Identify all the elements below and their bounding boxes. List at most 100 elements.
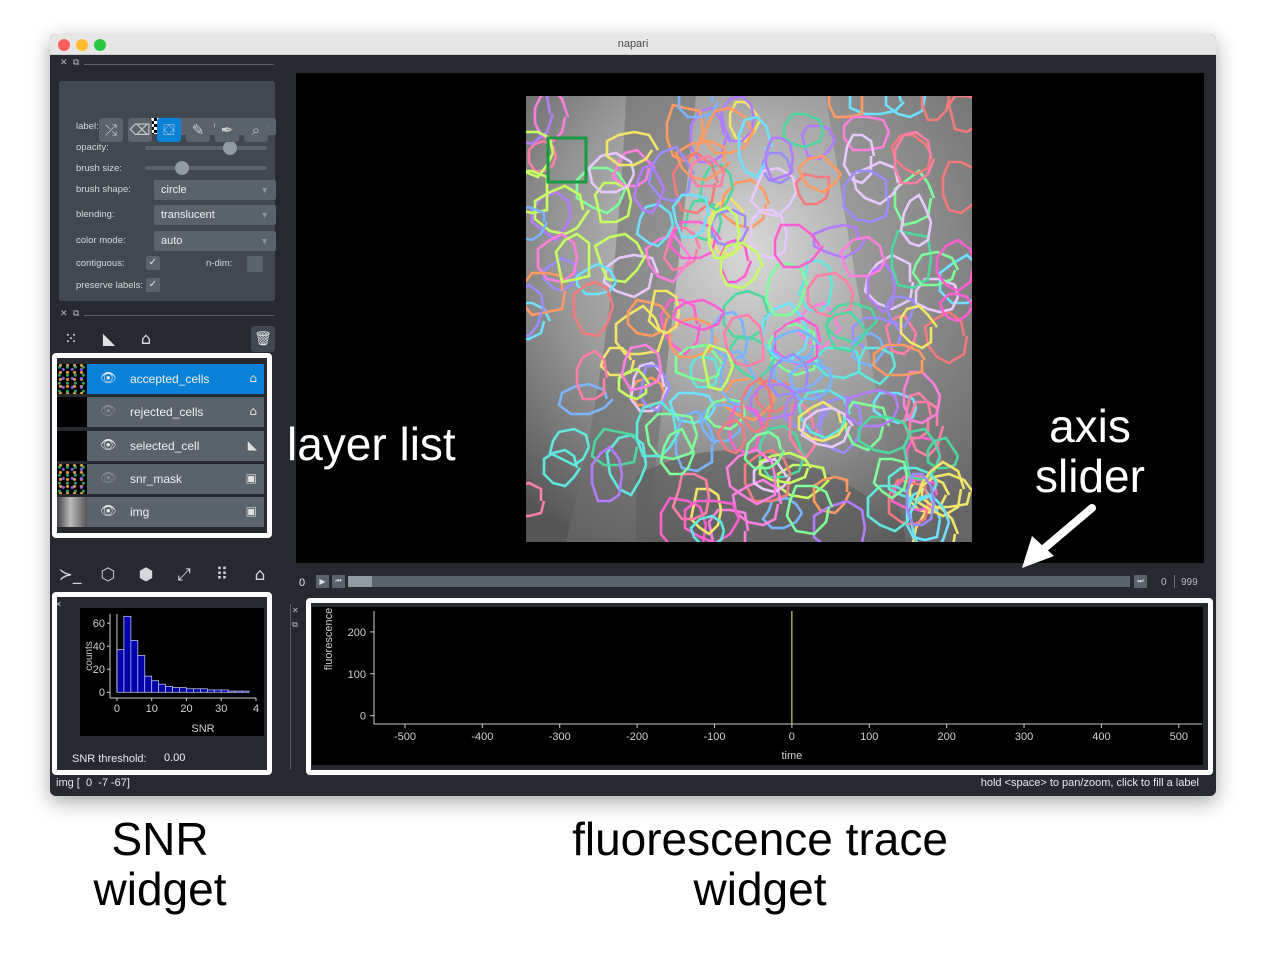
cell-outline [827,96,865,119]
layer-row-snr-mask[interactable]: 👁snr_mask▣ [57,463,264,494]
color-picker-icon[interactable]: ✒ [215,118,239,142]
cell-outline [938,292,972,323]
image-with-cell-labels[interactable] [526,96,972,542]
histogram-bar [241,690,250,693]
x-tick-label: 300 [1015,731,1033,743]
cell-outline [554,232,591,284]
snr-dock-close-icon[interactable]: ✕ [55,600,62,609]
blending-label: blending: [76,209,115,220]
preserve-labels-label: preserve labels: [76,280,144,291]
layer-name: selected_cell [130,438,200,453]
transpose-icon[interactable]: ⤢ [177,565,191,585]
cell-outline [884,96,928,119]
cell-outline [812,475,852,515]
title-bar: napari [50,34,1216,55]
x-tick-label: 0 [114,703,120,715]
new-points-layer-icon[interactable]: ⁙ [64,329,78,348]
cell-outline [749,166,798,218]
cell-outline [548,427,591,467]
cell-outline [722,313,765,368]
maximize-window-button[interactable] [94,39,106,51]
contiguous-checkbox[interactable]: ✓ [146,256,160,270]
axis-slider-handle[interactable] [348,576,372,587]
play-button[interactable]: ▶ [316,575,329,588]
dark-vessel [826,96,972,542]
home-icon[interactable]: ⌂ [254,565,266,585]
controls-dock-close-icon[interactable]: ✕ [60,58,68,68]
visibility-eye-icon[interactable]: 👁 [100,404,117,420]
snr-widget-annotation: widget [93,863,227,915]
controls-dock-float-icon[interactable]: ⧉ [73,58,80,68]
fill-bucket-icon[interactable]: ⛋ [157,118,181,142]
cell-outline [575,166,630,215]
snr-threshold-input[interactable]: 0.00 [159,749,265,767]
visibility-eye-icon[interactable]: 👁 [100,437,117,453]
grid-icon[interactable]: ⠿ [215,565,229,585]
brush-size-slider[interactable] [145,166,267,170]
step-back-button[interactable]: ⏮ [332,575,345,588]
close-window-button[interactable] [58,39,70,51]
cell-outline [526,96,555,146]
x-tick-label: 100 [860,731,878,743]
label-field-label: label: [76,121,99,132]
layer-row-img[interactable]: 👁img▣ [57,497,264,528]
cell-outline [866,484,915,533]
opacity-slider[interactable] [145,146,267,150]
brush-shape-dropdown[interactable]: circle▼ [154,180,276,200]
new-labels-layer-icon[interactable]: ⌂ [140,329,152,348]
arrow-annotation [1022,504,1096,568]
max-frame: 999 [1181,577,1198,588]
console-icon[interactable]: ≻_ [58,565,82,585]
transform-icon[interactable]: ⤮ [99,118,123,142]
layer-row-rejected-cells[interactable]: 👁rejected_cells⌂ [57,397,264,428]
cell-outline [701,106,756,155]
preserve-labels-checkbox[interactable]: ✓ [146,278,160,292]
trace-dock-float-icon[interactable]: ⧉ [292,620,298,629]
delete-layer-icon[interactable]: 🗑 [251,326,275,352]
color-mode-dropdown[interactable]: auto▼ [154,231,276,251]
labels-layer-type-icon: ⌂ [249,404,257,419]
eraser-icon[interactable]: ⌫ [128,118,152,142]
cell-outline [899,304,939,350]
cell-outline [572,280,615,338]
brush-size-slider-handle[interactable] [175,161,190,175]
layer-name: accepted_cells [130,372,210,386]
cell-outline [923,310,969,365]
cell-outline [590,427,642,467]
cell-outline [935,238,972,293]
cell-outline [938,253,972,305]
trace-dock-close-icon[interactable]: ✕ [292,606,299,615]
paintbrush-icon[interactable]: ✎ [186,118,210,142]
visibility-eye-icon[interactable]: 👁 [100,371,117,386]
cell-outline [635,202,675,248]
blending-dropdown[interactable]: translucent▼ [154,205,276,225]
step-end-button[interactable]: ⏭ [1134,575,1147,588]
n-dim-label: n-dim: [206,258,233,269]
layer-row-selected-cell[interactable]: 👁selected_cell◣ [57,430,264,461]
minimize-window-button[interactable] [76,39,88,51]
opacity-slider-handle[interactable] [222,141,237,155]
layerlist-dock-close-icon[interactable]: ✕ [60,309,68,319]
layer-list-highlight [52,353,272,538]
roll-axes-icon[interactable]: ⬢ [138,565,154,585]
cell-outline [593,181,633,224]
cell-outline [575,262,618,296]
visibility-eye-icon[interactable]: 👁 [100,470,117,486]
layerlist-dock-float-icon[interactable]: ⧉ [73,309,80,319]
zoom-icon[interactable]: ⌕ [244,118,268,142]
layer-list: 👁accepted_cells⌂👁rejected_cells⌂👁selecte… [50,364,275,536]
n-dim-checkbox[interactable] [247,256,263,272]
cell-outline [842,133,876,185]
layer-row-accepted-cells[interactable]: 👁accepted_cells⌂ [57,364,264,394]
dock-separator [290,604,291,769]
ndisplay-icon[interactable]: ⬡ [100,565,116,585]
status-coordinates: img [ 0 -7 -67] [56,777,130,789]
cell-outline [839,235,888,278]
new-shapes-layer-icon[interactable]: ◣ [102,329,116,348]
visibility-eye-icon[interactable]: 👁 [100,504,117,520]
cell-outline [677,96,720,119]
brush-shape-label: brush shape: [76,184,131,195]
axis-slider[interactable] [348,576,1130,587]
current-frame[interactable]: 0 [1161,577,1167,588]
viewer-canvas[interactable] [296,73,1204,563]
